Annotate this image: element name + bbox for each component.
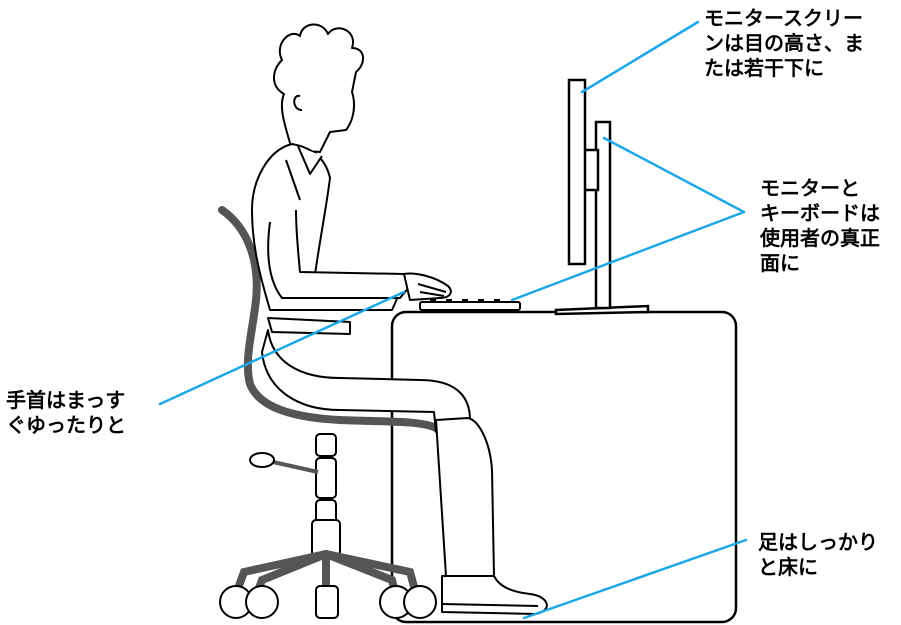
- label-wrists: 手首はまっす ぐゆったりと: [6, 388, 126, 438]
- label-line: ぐゆったりと: [6, 413, 126, 438]
- callout-monitor-height: [582, 22, 698, 92]
- label-line: モニターと: [760, 176, 880, 201]
- label-facing-user: モニターと キーボードは 使用者の真正 面に: [760, 176, 880, 276]
- label-line: 使用者の真正: [760, 226, 880, 251]
- label-line: たは若干下に: [704, 56, 864, 81]
- callout-facing-monitor: [604, 138, 744, 212]
- label-line: ンは目の高さ、ま: [704, 31, 864, 56]
- label-line: 面に: [760, 251, 880, 276]
- label-line: 手首はまっす: [6, 388, 126, 413]
- label-monitor-height: モニタースクリー ンは目の高さ、ま たは若干下に: [704, 6, 864, 81]
- keyboard: [420, 300, 520, 310]
- label-feet: 足はしっかり と床に: [758, 530, 878, 580]
- label-line: 足はしっかり: [758, 530, 878, 555]
- label-line: モニタースクリー: [704, 6, 864, 31]
- callout-facing-keyboard: [512, 212, 744, 300]
- label-line: と床に: [758, 555, 878, 580]
- label-line: キーボードは: [760, 201, 880, 226]
